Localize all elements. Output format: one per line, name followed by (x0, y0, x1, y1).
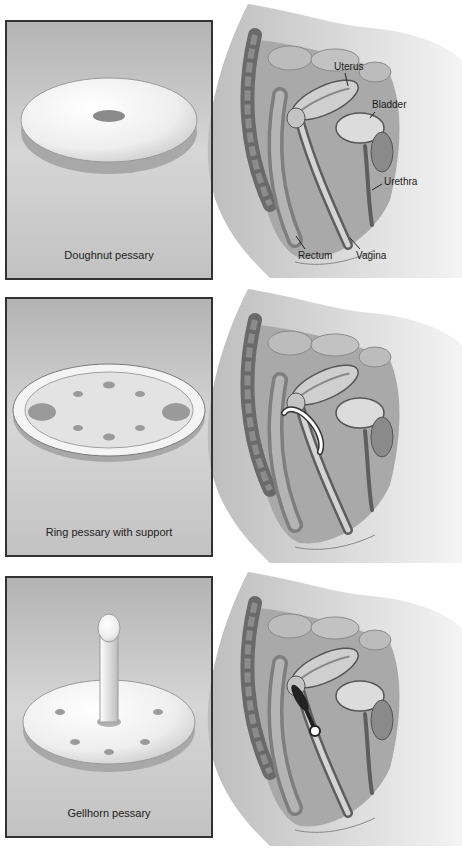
inset-box: Ring pessary with support (5, 297, 213, 557)
caption-text: Doughnut pessary (64, 249, 153, 261)
anatomy-label: Vagina (356, 250, 386, 262)
anatomy-label: Uterus (334, 61, 363, 73)
caption-text: Gellhorn pessary (67, 807, 150, 819)
anatomy-label: Rectum (298, 250, 332, 262)
inset-box: Doughnut pessary (5, 20, 213, 280)
caption-text: Ring pessary with support (46, 526, 173, 538)
anatomy-label: Urethra (384, 176, 417, 188)
anatomy-label: Bladder (372, 99, 406, 111)
inset-box: Gellhorn pessary (5, 576, 213, 838)
